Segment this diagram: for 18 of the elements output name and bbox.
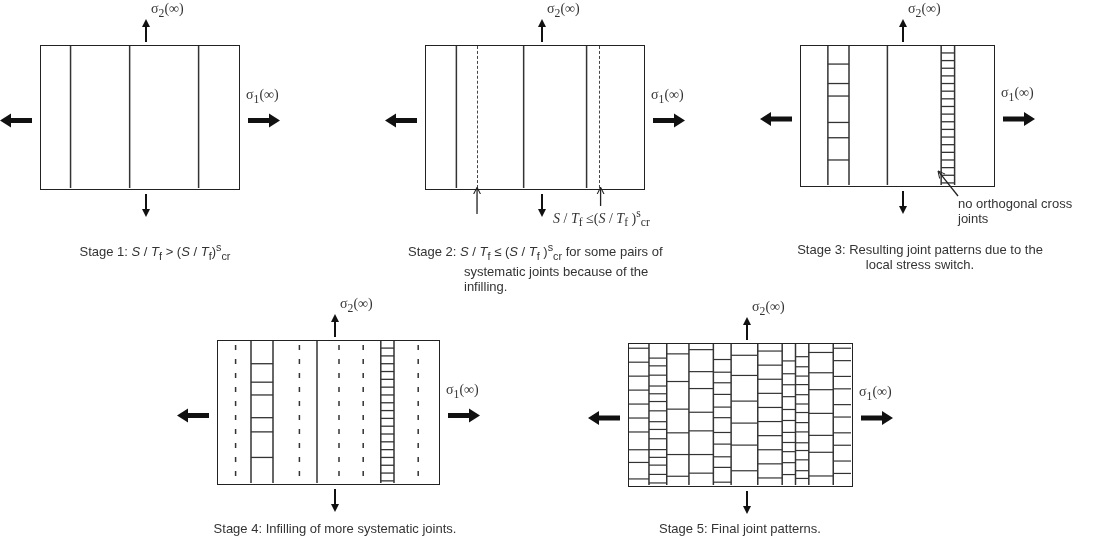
stress-label: σ$_{1}$(∞) <box>1001 85 1034 104</box>
stage-caption: Stage 4: Infilling of more systematic joints. <box>212 521 458 536</box>
stress-label: σ$_{1}$(∞) <box>246 86 279 106</box>
leader-arrow <box>473 186 482 215</box>
stress-label: σ$_{1}$(∞) <box>859 384 892 403</box>
stress-label: σ$_{2}$(∞) <box>547 1 580 20</box>
stress-label: σ$_{2}$(∞) <box>151 1 184 20</box>
stress-label: σ$_{2}$(∞) <box>340 296 373 315</box>
callout-text: no orthogonal cross joints <box>958 196 1078 226</box>
stress-label: σ$_{1}$(∞) <box>651 86 684 106</box>
stage-caption: Stage 5: Final joint patterns. <box>658 521 822 536</box>
stress-label: σ$_{1}$(∞) <box>446 381 479 401</box>
stress-label: σ$_{2}$(∞) <box>908 1 941 20</box>
stress-label: σ$_{2}$(∞) <box>752 299 785 318</box>
leader-arrow <box>596 186 605 207</box>
stage-caption: Stage 2: S / T$_{f}$ ≤ (S / T$_{f}$ )$^{s}$$_{cr}$ for some pairs of systematic joints because of the infilling. <box>408 240 664 294</box>
dashed-joint-line <box>598 46 603 188</box>
stage-caption: Stage 3: Resulting joint patterns due to the local stress switch. <box>796 242 1044 272</box>
